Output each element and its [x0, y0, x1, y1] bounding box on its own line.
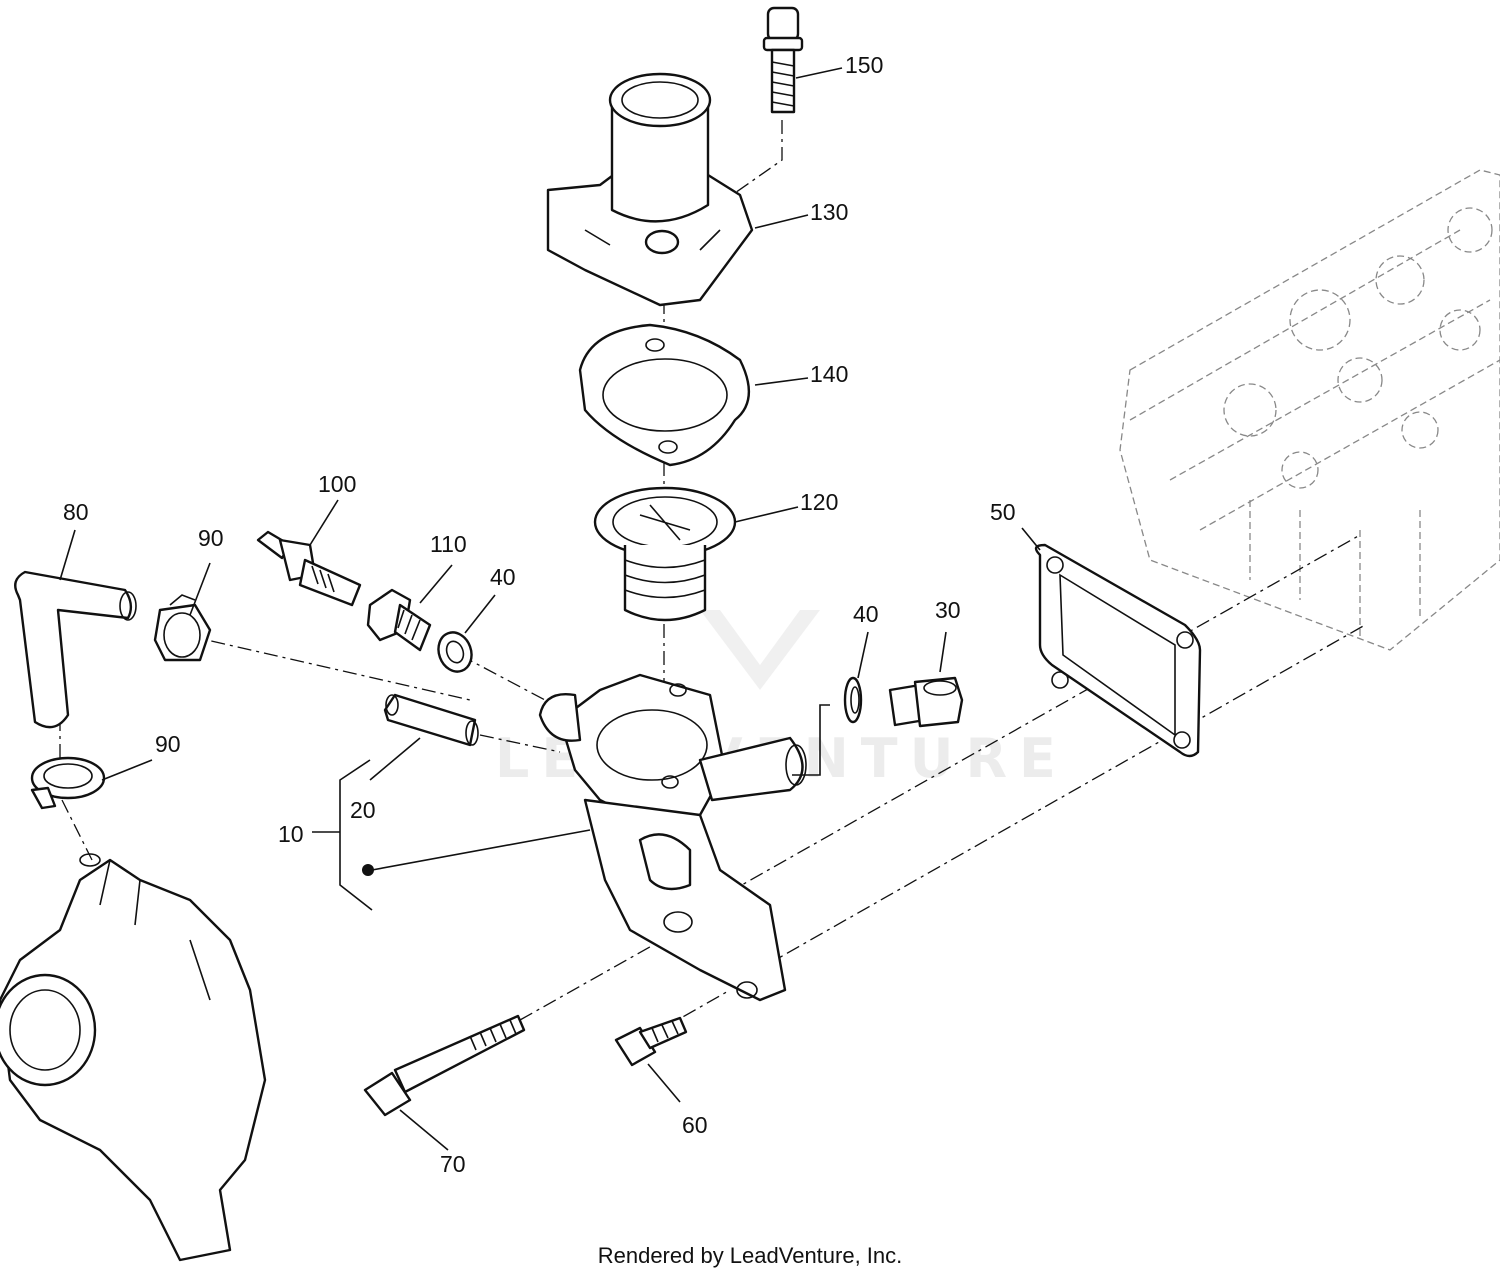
- marker-dot: [362, 864, 374, 876]
- part-20-pipe: [383, 693, 479, 747]
- bracket-10: [339, 759, 373, 911]
- part-150-bolt: [762, 6, 804, 114]
- callout-40-right: 40: [853, 601, 879, 627]
- water-pump-ghost: [0, 853, 267, 1262]
- part-110-adapter: [366, 588, 432, 652]
- callout-10: 10: [278, 821, 304, 847]
- callout-80: 80: [63, 499, 89, 525]
- callout-30: 30: [935, 597, 961, 623]
- callout-90-lower: 90: [155, 731, 181, 757]
- callout-150: 150: [845, 52, 883, 78]
- callout-120: 120: [800, 489, 838, 515]
- part-70-bolt: [363, 1014, 526, 1117]
- leader-10-dot: [371, 829, 591, 871]
- callout-90-upper: 90: [198, 525, 224, 551]
- part-40-washer-left: [437, 631, 473, 673]
- part-120-thermostat: [593, 486, 737, 622]
- leader-lines: [59, 67, 1041, 1151]
- part-100-sender: [256, 530, 362, 607]
- callouts: 150 130 140 120 100 110 40 40 30 50 80 9…: [63, 52, 1016, 1177]
- callout-70: 70: [440, 1151, 466, 1177]
- part-130-water-flange: [546, 72, 754, 307]
- part-80-hose: [14, 570, 137, 729]
- callout-50: 50: [990, 499, 1016, 525]
- callout-100: 100: [318, 471, 356, 497]
- part-60-bolt: [614, 1016, 688, 1067]
- callout-40-left: 40: [490, 564, 516, 590]
- part-140-gasket: [578, 323, 751, 467]
- part-40-washer-right: [843, 676, 863, 724]
- callout-20: 20: [350, 797, 376, 823]
- part-50-gasket: [1034, 543, 1202, 758]
- cylinder-head-ghost: [1119, 169, 1500, 651]
- callout-60: 60: [682, 1112, 708, 1138]
- footer-credit: Rendered by LeadVenture, Inc.: [598, 1243, 903, 1268]
- part-90-clamp-upper: [153, 594, 212, 662]
- callout-140: 140: [810, 361, 848, 387]
- alignment-lines: [59, 120, 1366, 1031]
- part-30-plug: [888, 676, 964, 728]
- part-90-clamp-lower: [30, 756, 106, 810]
- part-10-thermostat-housing: [538, 673, 807, 1002]
- callout-110: 110: [430, 531, 467, 557]
- callout-130: 130: [810, 199, 848, 225]
